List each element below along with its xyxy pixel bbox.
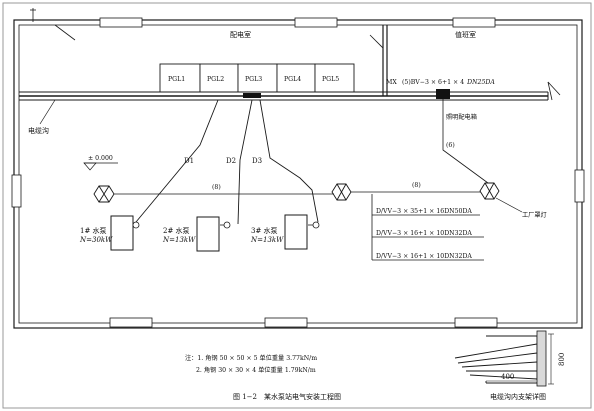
- lighting-circuits: [114, 118, 489, 260]
- duty-room-label: 值班室: [455, 30, 476, 39]
- cable-spec-leaders: [372, 214, 484, 261]
- cable-spec-1: D/VV−3 × 35+1 × 16DN50DA: [376, 208, 472, 215]
- pump-2: [196, 216, 220, 252]
- panel-label-2: PGL2: [207, 76, 224, 83]
- lamp-count-1: (8): [212, 184, 221, 191]
- feeder-conduit-text: DN25DA: [466, 79, 495, 86]
- pump-3-motor: [312, 221, 320, 229]
- lighting-distribution-box: [436, 89, 450, 99]
- bracket-height-dim: 800: [558, 353, 566, 366]
- lamp-icon: [331, 183, 352, 201]
- circuit-d1-label: D1: [184, 157, 194, 165]
- pump-2-name: 2# 水泵: [163, 226, 190, 235]
- note-1: 注：1. 角钢 50 × 50 × 5 单位重量 3.77kN/m: [185, 354, 317, 362]
- panel-label-3: PGL3: [245, 76, 262, 83]
- elevation-mark: [83, 162, 118, 171]
- distribution-room-label: 配电室: [230, 30, 251, 39]
- pump-2-power: N=13kW: [162, 236, 196, 244]
- lamp-count-2: (8): [412, 182, 421, 189]
- lamp-symbols: [93, 182, 500, 203]
- panel-connection-mark: [243, 93, 261, 98]
- window-openings: [11, 17, 585, 328]
- circuit-d3-label: D3: [252, 157, 262, 165]
- panel-label-5: PGL5: [322, 76, 339, 83]
- lighting-box-label: 照明配电箱: [446, 113, 477, 121]
- pumps: [110, 214, 320, 252]
- pump-1-name: 1# 水泵: [80, 226, 107, 235]
- feeder-cable-text: (5)BV−3 × 6+1 × 4: [402, 79, 464, 86]
- pump-3-power: N=13kW: [250, 236, 284, 244]
- bracket-detail: [454, 330, 554, 387]
- switchgear-panels: PGL1 PGL2 PGL3 PGL4 PGL5: [159, 63, 355, 93]
- panel-pgl3: [237, 63, 278, 93]
- lamp-count-3: (6): [446, 142, 455, 149]
- pump-1-power: N=30kW: [79, 236, 113, 244]
- pump-2-motor: [223, 221, 231, 229]
- cable-trench-channel: [19, 91, 549, 101]
- cable-trench-leader: [39, 99, 56, 125]
- cable-trench-label: 电缆沟: [28, 126, 49, 135]
- incoming-line-symbol: [30, 8, 36, 22]
- figure-caption: 图 1−2 某水泵站电气安装工程图: [233, 392, 341, 401]
- bracket-detail-title: 电缆沟内支架详图: [490, 392, 546, 401]
- note-2: 2. 角钢 30 × 30 × 4 单位重量 1.79kN/m: [196, 366, 316, 374]
- pump-3-name: 3# 水泵: [251, 226, 278, 235]
- elevation-label: ± 0.000: [88, 155, 113, 162]
- panel-label-4: PGL4: [284, 76, 301, 83]
- lamp-icon: [479, 182, 500, 200]
- panel-label-1: PGL1: [168, 76, 185, 83]
- pump-1-motor: [132, 221, 140, 229]
- lamp-icon: [93, 185, 115, 203]
- pump-3: [284, 214, 308, 250]
- pump-feeder-cables: [135, 99, 319, 225]
- panel-pgl5: [314, 63, 355, 93]
- pump-1: [110, 215, 134, 251]
- factory-lamp-label: 工厂罩灯: [522, 211, 547, 219]
- panel-pgl2: [199, 63, 239, 93]
- circuit-d2-label: D2: [226, 157, 236, 165]
- cable-spec-3: D/VV−3 × 16+1 × 10DN32DA: [376, 253, 472, 260]
- panel-pgl1: [159, 63, 201, 93]
- doors: [54, 24, 561, 101]
- mx-label: MX: [386, 79, 397, 86]
- factory-lamp-leader: [495, 197, 523, 213]
- bracket-width-dim: 400: [501, 373, 514, 381]
- cable-spec-2: D/VV−3 × 16+1 × 10DN32DA: [376, 230, 472, 237]
